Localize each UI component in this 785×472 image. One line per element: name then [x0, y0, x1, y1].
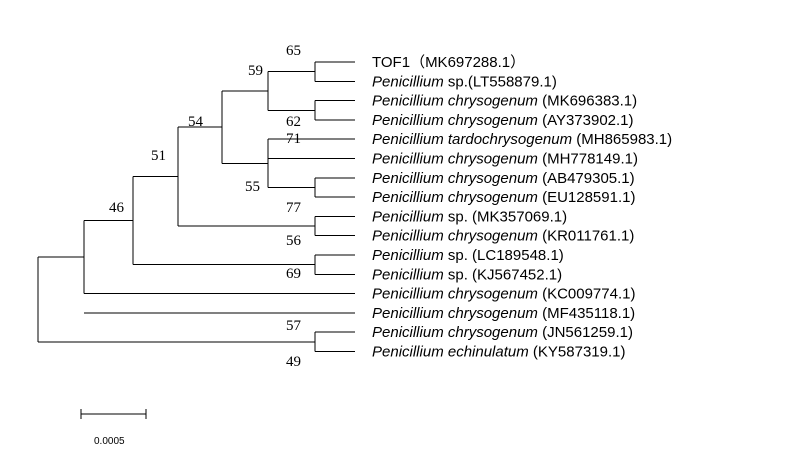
- taxon-labels: TOF1（MK697288.1） Penicillium sp.(LT558879…: [372, 54, 672, 361]
- taxon-label-7: Penicillium chrysogenum (AB479305.1): [372, 170, 635, 187]
- bootstrap-value-10: 46: [109, 200, 125, 216]
- bootstrap-value-2: 59: [248, 63, 263, 79]
- taxon-label-14: Penicillium chrysogenum (MF435118.1): [372, 305, 635, 322]
- bootstrap-value-6: 55: [245, 179, 260, 195]
- taxon-label-12: Penicillium sp. (KJ567452.1): [372, 266, 562, 283]
- bootstrap-value-1: 65: [286, 43, 301, 59]
- taxon-label-9: Penicillium sp. (MK357069.1): [372, 208, 567, 225]
- bootstrap-value-9: 56: [286, 233, 302, 249]
- taxon-label-1: TOF1（MK697288.1）: [372, 54, 525, 71]
- tree-branches: [37, 61, 355, 352]
- bootstrap-value-8: 51: [151, 148, 166, 164]
- taxon-label-11: Penicillium sp. (LC189548.1): [372, 247, 564, 264]
- bootstrap-value-13: 49: [286, 354, 301, 370]
- taxon-label-3: Penicillium chrysogenum (MK696383.1): [372, 93, 637, 110]
- taxon-label-16: Penicillium echinulatum (KY587319.1): [372, 344, 625, 361]
- taxon-label-4: Penicillium chrysogenum (AY373902.1): [372, 112, 634, 129]
- scale-bar: 0.0005: [80, 409, 147, 447]
- bootstrap-value-5: 71: [286, 131, 301, 147]
- taxon-label-10: Penicillium chrysogenum (KR011761.1): [372, 228, 634, 245]
- scale-bar-label: 0.0005: [94, 436, 125, 447]
- bootstrap-labels: 65 59 62 54 71 55 77 51 56 46 69 57 49: [109, 43, 302, 370]
- bootstrap-value-3: 62: [286, 114, 301, 130]
- bootstrap-value-7: 77: [286, 200, 302, 216]
- taxon-label-8: Penicillium chrysogenum (EU128591.1): [372, 189, 635, 206]
- taxon-label-5: Penicillium tardochrysogenum (MH865983.1…: [372, 131, 672, 148]
- bootstrap-value-11: 69: [286, 266, 301, 282]
- bootstrap-value-4: 54: [188, 114, 204, 130]
- taxon-label-15: Penicillium chrysogenum (JN561259.1): [372, 324, 633, 341]
- taxon-label-13: Penicillium chrysogenum (KC009774.1): [372, 286, 635, 303]
- taxon-label-6: Penicillium chrysogenum (MH778149.1): [372, 151, 638, 168]
- taxon-label-2: Penicillium sp.(LT558879.1): [372, 73, 557, 90]
- bootstrap-value-12: 57: [286, 318, 302, 334]
